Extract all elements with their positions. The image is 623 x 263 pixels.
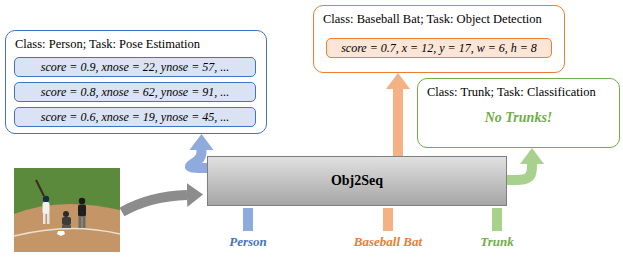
query-label: Person [227,234,269,250]
query-label-holder: Trunk [478,234,515,250]
query-stub [383,208,393,231]
query-label: Baseball Bat [352,234,424,250]
result-text: score = 0.8, xnose = 62, ynose = 91, ... [41,83,229,101]
panel-heading: Class: Person; Task: Pose Estimation [15,36,200,52]
query-label: Trunk [478,234,515,250]
query-label-holder: Person [227,234,269,250]
result-text: score = 0.6, xnose = 19, ynose = 45, ... [41,108,229,126]
model-name: Obj2Seq [331,173,383,189]
empty-result-note: No Trunks! [485,110,553,126]
pose-result-box: score = 0.6, xnose = 19, ynose = 45, ... [14,107,256,127]
detection-result-box: score = 0.7, x = 12, y = 17, w = 6, h = … [326,38,552,58]
panel-heading: Class: Trunk; Task: Classification [427,84,596,100]
query-arrow [190,150,207,168]
query-arrow [507,164,532,180]
query-stub [243,208,253,231]
model-box: Obj2Seq [207,156,507,206]
query-stub [492,208,502,231]
pose-result-box: score = 0.8, xnose = 62, ynose = 91, ... [14,82,256,102]
query-arrow [393,89,403,156]
panel-heading: Class: Baseball Bat; Task: Object Detect… [323,11,542,27]
result-text: score = 0.7, x = 12, y = 17, w = 6, h = … [341,39,537,57]
result-text: score = 0.9, xnose = 22, ynose = 57, ... [41,58,229,76]
baseball-photo [14,168,120,252]
pose-result-box: score = 0.9, xnose = 22, ynose = 57, ... [14,57,256,77]
query-label-holder: Baseball Bat [352,234,424,250]
input-arrow [122,195,187,212]
task-panel: Class: Trunk; Task: Classification No Tru… [417,78,620,148]
task-panel: Class: Baseball Bat; Task: Object Detect… [313,5,565,73]
task-panel: Class: Person; Task: Pose Estimation scor… [5,30,267,134]
